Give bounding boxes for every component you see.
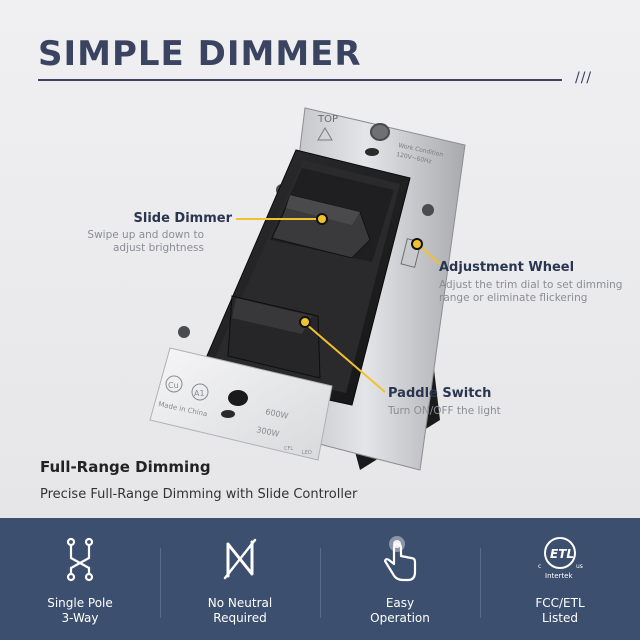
adjustment-wheel-desc-1: Adjust the trim dial to set dimming xyxy=(439,279,623,291)
bottom-hole xyxy=(221,410,235,418)
title-underline xyxy=(38,79,562,81)
adjustment-wheel-title: Adjustment Wheel xyxy=(439,260,575,275)
cert-a1-mark xyxy=(191,383,209,401)
slide-dimmer-dot xyxy=(316,213,328,225)
slide-dimmer-callout: Slide Dimmer xyxy=(117,211,233,226)
no-neutral-icon xyxy=(223,538,257,580)
page-title: SIMPLE DIMMER xyxy=(38,34,362,74)
paddle-switch-desc: Turn ON/OFF the light xyxy=(388,405,501,417)
feature-no-neutral-label: No Neutral Required xyxy=(160,596,320,626)
feature-fcc-etl: ETL c us Intertek FCC/ETL Listed xyxy=(480,518,640,640)
paddle-switch-title: Paddle Switch xyxy=(388,386,492,401)
feature-fcc-etl-label: FCC/ETL Listed xyxy=(480,596,640,626)
cert-cu-text: Cu xyxy=(168,381,179,390)
slide-dimmer-title: Slide Dimmer xyxy=(133,211,233,226)
feature-no-neutral-line1: No Neutral xyxy=(207,596,273,610)
svg-text:us: us xyxy=(576,563,583,570)
cert-a1-text: A1 xyxy=(194,389,205,398)
feature-no-neutral: No Neutral Required xyxy=(160,518,320,640)
adjustment-wheel-callout: Adjustment Wheel Adjust the trim dial to… xyxy=(439,260,622,305)
bar-separator xyxy=(320,548,321,618)
bar-separator xyxy=(480,548,481,618)
three-way-switch-icon xyxy=(66,537,94,582)
feature-single-pole-line2: 3-Way xyxy=(61,611,99,625)
slide-dimmer-desc-1: Swipe up and down to xyxy=(87,229,204,241)
paddle-highlight xyxy=(232,298,312,334)
paddle-switch-callout: Paddle Switch Turn ON/OFF the light xyxy=(388,386,501,418)
adjustment-wheel-leader xyxy=(419,245,441,265)
bar-separator xyxy=(160,548,161,618)
cfl-label: CFL xyxy=(284,446,293,452)
feature-fcc-etl-line2: Listed xyxy=(542,611,578,625)
bottom-screw xyxy=(228,390,248,406)
feature-title: Full-Range Dimming xyxy=(40,458,211,476)
top-slot xyxy=(365,148,379,156)
warning-icon xyxy=(317,127,333,141)
feature-easy-operation-line1: Easy xyxy=(385,596,415,610)
led-label: LED xyxy=(302,450,312,456)
adjustment-wheel-dot xyxy=(411,238,423,250)
feature-single-pole: Single Pole 3-Way xyxy=(0,518,160,640)
adjustment-wheel-desc-2: range or eliminate flickering xyxy=(439,292,588,304)
svg-text:c: c xyxy=(538,563,541,570)
top-label: TOP xyxy=(317,114,338,125)
feature-fcc-etl-line1: FCC/ETL xyxy=(535,596,585,610)
cert-cu-mark xyxy=(165,375,183,393)
svg-text:Intertek: Intertek xyxy=(545,572,573,580)
slide-dimmer-desc-2: adjust brightness xyxy=(113,242,204,254)
feature-single-pole-label: Single Pole 3-Way xyxy=(0,596,160,626)
paddle-switch-dot xyxy=(299,316,311,328)
slide-dimmer-desc-wrap: Swipe up and down to adjust brightness xyxy=(60,229,204,255)
feature-no-neutral-line2: Required xyxy=(213,611,267,625)
side-screw-right xyxy=(422,204,434,216)
slide-knob-top xyxy=(286,195,360,225)
svg-text:ETL: ETL xyxy=(550,547,574,561)
feature-easy-operation-line2: Operation xyxy=(370,611,430,625)
dimmer-switch-illustration: TOP Work Condition 120V~60Hz Cu A1 Made … xyxy=(149,107,466,471)
feature-single-pole-line1: Single Pole xyxy=(47,596,113,610)
side-screw-lower-left xyxy=(178,326,190,338)
top-screw xyxy=(370,123,390,141)
touch-finger-icon xyxy=(383,536,417,582)
etl-cert-icon: ETL c us Intertek xyxy=(538,537,583,580)
feature-description: Precise Full-Range Dimming with Slide Co… xyxy=(40,487,358,502)
features-bar: Single Pole 3-Way No Neutral Required Ea… xyxy=(0,518,640,640)
paddle-switch-leader xyxy=(305,323,386,393)
feature-easy-operation-label: Easy Operation xyxy=(320,596,480,626)
title-slashes: /// xyxy=(575,70,593,86)
feature-easy-operation: Easy Operation xyxy=(320,518,480,640)
